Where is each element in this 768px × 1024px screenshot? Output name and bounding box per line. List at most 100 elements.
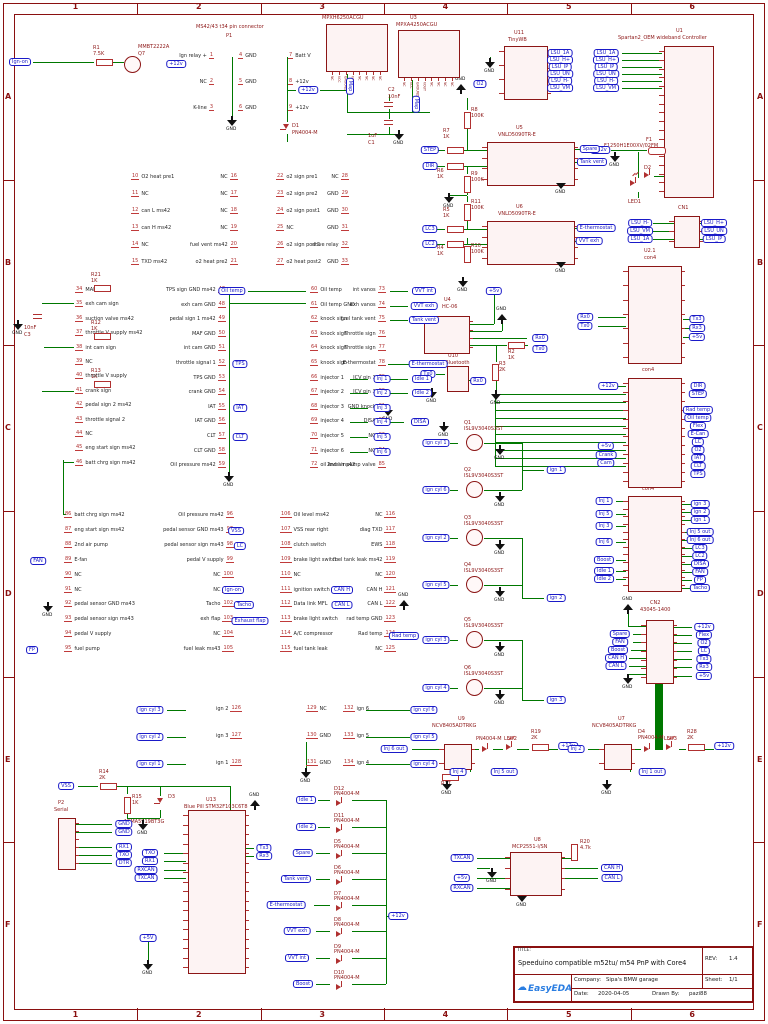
wire: [523, 345, 528, 347]
pin-tick: [672, 625, 677, 626]
pin-number: 87: [64, 525, 73, 533]
resistor: [464, 246, 471, 263]
pin-number: 61: [310, 300, 319, 308]
transistor-q7: [124, 56, 141, 73]
flag-dir: DIR: [690, 382, 706, 390]
pin-tick: [680, 299, 685, 301]
led-bar: [511, 741, 513, 747]
pin-label: throttle V supply ms42: [85, 330, 143, 337]
pin-tick: [183, 891, 188, 892]
wire: [484, 585, 522, 587]
wire: [683, 328, 690, 330]
capacitor-plate: [384, 124, 393, 126]
label-r1: R1: [93, 45, 100, 51]
pin-label: pedal V supply: [74, 631, 112, 638]
gnd-stem: [614, 152, 616, 157]
chip-pressure-sensor-mpxh6250: [326, 24, 388, 72]
wire: [674, 651, 692, 653]
label-pn4004-m: PN4004-M: [334, 949, 360, 955]
pin-tick: [244, 824, 249, 826]
gnd-symbol: [224, 476, 234, 482]
wire: [229, 303, 306, 305]
label-f1250h1e00xv-02fm: F1250H1E00XV/02FM: [604, 143, 659, 149]
frame-col-2-b: 2: [196, 1010, 202, 1019]
pin-tick: [680, 523, 685, 525]
chip-pin-ground: GROUND: [344, 76, 348, 94]
pin-number: 27: [276, 258, 285, 265]
label-1k: 1K: [443, 134, 450, 140]
pin-tick: [482, 236, 487, 238]
gnd-stem: [443, 422, 445, 427]
frame-col-5-b: 5: [566, 1010, 572, 1019]
pin-label: Data link MFL: [293, 601, 328, 608]
pin-tick: [680, 285, 685, 287]
flag-vvt-exh: VVT exh: [410, 302, 438, 310]
chip-ext-bluetooth-header: [447, 366, 469, 392]
pin-tick: [623, 546, 628, 548]
pin-tick: [623, 454, 628, 456]
chip-cn2-connector: [646, 620, 674, 684]
pin-label: int cam GND: [183, 345, 216, 352]
pin-tick: [244, 834, 249, 835]
pin-tick: [680, 400, 685, 402]
pin-tick: [482, 258, 487, 259]
label-D8: D8: [334, 917, 342, 923]
flag-5v: +5V: [139, 934, 157, 942]
pin-number: 60: [310, 286, 319, 293]
flag-gnd: GND: [115, 820, 133, 828]
gnd-label: GND: [494, 598, 505, 603]
flag-idle-2: Idle 2: [594, 575, 614, 583]
gnd-label: GND: [12, 331, 23, 336]
gnd-stem: [47, 602, 49, 607]
wire: [616, 526, 626, 528]
wire: [638, 152, 640, 178]
wire: [320, 90, 347, 92]
flag-tx3: Tx3: [689, 315, 705, 323]
gnd-label: GND: [555, 269, 566, 274]
pin-number: 69: [310, 417, 319, 425]
pin-tick: [630, 763, 635, 764]
pin-tick: [680, 383, 685, 384]
diode-D12: [336, 800, 341, 806]
label-10nf: 10nF: [388, 94, 401, 100]
pin-tick: [680, 531, 685, 533]
pin-label: ICV pin 1: [353, 374, 376, 381]
label-isl9v3040s3st: ISL9V3040S3ST: [464, 623, 504, 629]
flag-idle-2: Idle 2: [296, 823, 316, 831]
wire: [314, 905, 330, 907]
pin-number: 55: [217, 402, 226, 410]
gnd-label: GND: [457, 288, 468, 293]
title-block: TITLE: Speeduino compatible m52tu/ m54 P…: [513, 946, 754, 1003]
wire: [316, 853, 330, 855]
pin-tick: [183, 853, 188, 854]
pin-label: VSS rear right: [293, 526, 329, 533]
pin-label: o2 heat pre2: [195, 259, 228, 265]
diode-D7-bar: [341, 902, 343, 908]
pin-number: 30: [340, 207, 349, 214]
label-u8: U8: [534, 837, 541, 843]
pin-label: MAF GND: [191, 330, 216, 337]
pin-tick: [659, 138, 664, 140]
pin-label: NC: [85, 359, 93, 365]
flag-5v: +5v: [597, 442, 615, 450]
wire: [470, 345, 507, 347]
wire: [108, 62, 124, 64]
pin-101: NC101: [84, 586, 234, 593]
pin-number: 67: [310, 388, 319, 396]
pin-tick: [623, 314, 628, 315]
gnd-stem: [305, 768, 307, 773]
wire: [522, 470, 544, 472]
pin-label: suction valve ms42: [85, 315, 134, 322]
pin-tick: [659, 121, 664, 122]
pin-number: 76: [377, 329, 386, 337]
gnd-label: GND: [438, 433, 449, 438]
wire: [350, 422, 368, 424]
